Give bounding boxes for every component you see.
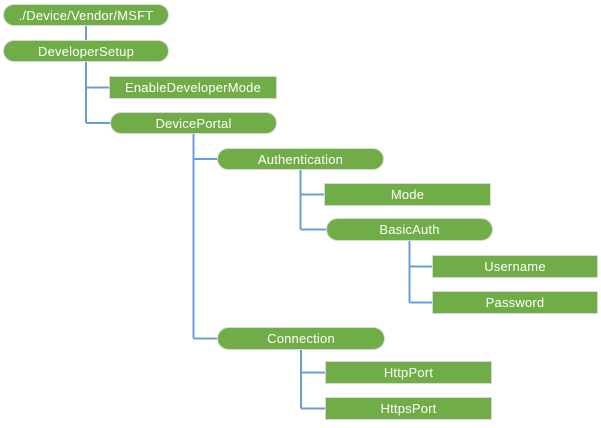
connector-deviceportal-to-children	[192, 134, 217, 340]
node-enabledevelopermode: EnableDeveloperMode	[109, 76, 277, 99]
node-password: Password	[432, 291, 598, 314]
node-basicauth: BasicAuth	[326, 218, 493, 241]
connector-developersetup-to-children	[85, 62, 110, 124]
node-mode: Mode	[324, 183, 491, 206]
node-developersetup: DeveloperSetup	[3, 40, 169, 62]
node-connection: Connection	[217, 327, 385, 350]
connector-authentication-to-children	[299, 170, 326, 231]
node-httpport: HttpPort	[325, 361, 492, 384]
node-authentication: Authentication	[217, 148, 384, 170]
connector-basicauth-to-children	[408, 241, 432, 304]
node-username: Username	[432, 255, 598, 278]
node-httpsport: HttpsPort	[325, 397, 492, 420]
node-device-vendor-msft: ./Device/Vendor/MSFT	[3, 4, 169, 26]
connector-connection-to-children	[300, 350, 325, 410]
node-deviceportal: DevicePortal	[110, 112, 277, 134]
